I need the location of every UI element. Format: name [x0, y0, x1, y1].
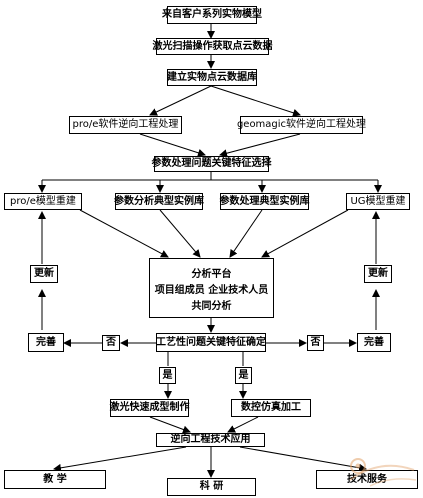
teaching-label: 教 学 — [43, 473, 67, 485]
param-selection-label: 参数处理问题关键特征选择 — [151, 158, 272, 169]
proe-reverse-label: pro/e软件逆向工程处理 — [72, 119, 179, 130]
laser-scan-box: 激光扫描操作获取点云数据 — [153, 38, 273, 55]
analysis-platform-title: 分析平台 — [191, 269, 232, 280]
update-right-box: 更新 — [364, 265, 392, 283]
research-label: 科 研 — [199, 481, 224, 492]
source-parts-label: 来自客户系列实物模型 — [162, 9, 262, 20]
proe-modeling-label: pro/e模型重建 — [10, 195, 76, 207]
laser-rapid-box: 激光快速成型制作 — [109, 399, 190, 417]
no-left-box: 否 — [102, 335, 120, 351]
geomagic-reverse-box: geomagic软件逆向工程处理 — [236, 116, 367, 134]
tech-service-label: 技术服务 — [347, 473, 387, 485]
build-cloud-db-box: 建立实物点云数据库 — [167, 69, 257, 86]
analysis-platform-box: 分析平台 项目组成员 企业技术人员 共同分析 — [149, 258, 274, 318]
ug-modeling-label: UG模型重建 — [350, 195, 406, 207]
process-confirm-box: 工艺性问题关键特征确定 — [156, 333, 266, 352]
no-left-label: 否 — [106, 337, 116, 348]
update-right-label: 更新 — [368, 268, 388, 279]
cnc-sim-box: 数控仿真加工 — [231, 399, 311, 417]
process-confirm-label: 工艺性问题关键特征确定 — [156, 336, 266, 348]
param-selection-box: 参数处理问题关键特征选择 — [151, 156, 272, 172]
tech-service-box: 技术服务 — [316, 470, 418, 489]
proe-modeling-box: pro/e模型重建 — [4, 193, 82, 210]
laser-rapid-label: 激光快速成型制作 — [109, 402, 190, 413]
reverse-application-label: 逆向工程技术应用 — [170, 434, 251, 445]
ug-modeling-box: UG模型重建 — [346, 193, 410, 210]
proe-reverse-box: pro/e软件逆向工程处理 — [69, 116, 182, 134]
yes-left-label: 是 — [162, 369, 173, 381]
reverse-application-box: 逆向工程技术应用 — [156, 433, 265, 447]
param-process-lib-box: 参数处理典型实例库 — [219, 193, 310, 210]
perfect-right-label: 完善 — [364, 336, 384, 348]
source-parts-box: 来自客户系列实物模型 — [162, 6, 262, 24]
analysis-platform-members: 项目组成员 企业技术人员 — [154, 285, 269, 296]
yes-left-box: 是 — [159, 367, 176, 384]
teaching-box: 教 学 — [4, 470, 106, 489]
param-process-lib-label: 参数处理典型实例库 — [219, 195, 310, 207]
build-cloud-db-label: 建立实物点云数据库 — [167, 71, 257, 83]
update-left-box: 更新 — [30, 265, 58, 283]
yes-right-box: 是 — [235, 367, 252, 384]
no-right-box: 否 — [307, 335, 324, 351]
cnc-sim-label: 数控仿真加工 — [241, 402, 301, 413]
yes-right-label: 是 — [238, 369, 249, 381]
laser-scan-label: 激光扫描操作获取点云数据 — [152, 40, 273, 52]
geomagic-reverse-label: geomagic软件逆向工程处理 — [236, 119, 367, 130]
perfect-left-box: 完善 — [28, 333, 64, 352]
param-analysis-lib-box: 参数分析典型实例库 — [114, 193, 204, 210]
no-right-label: 否 — [310, 337, 321, 348]
analysis-platform-joint: 共同分析 — [191, 301, 232, 312]
perfect-left-label: 完善 — [36, 336, 56, 348]
watermark-logo-icon — [349, 458, 417, 487]
research-box: 科 研 — [167, 478, 256, 496]
update-left-label: 更新 — [34, 268, 54, 279]
perfect-right-box: 完善 — [357, 333, 391, 352]
param-analysis-lib-label: 参数分析典型实例库 — [114, 195, 204, 207]
